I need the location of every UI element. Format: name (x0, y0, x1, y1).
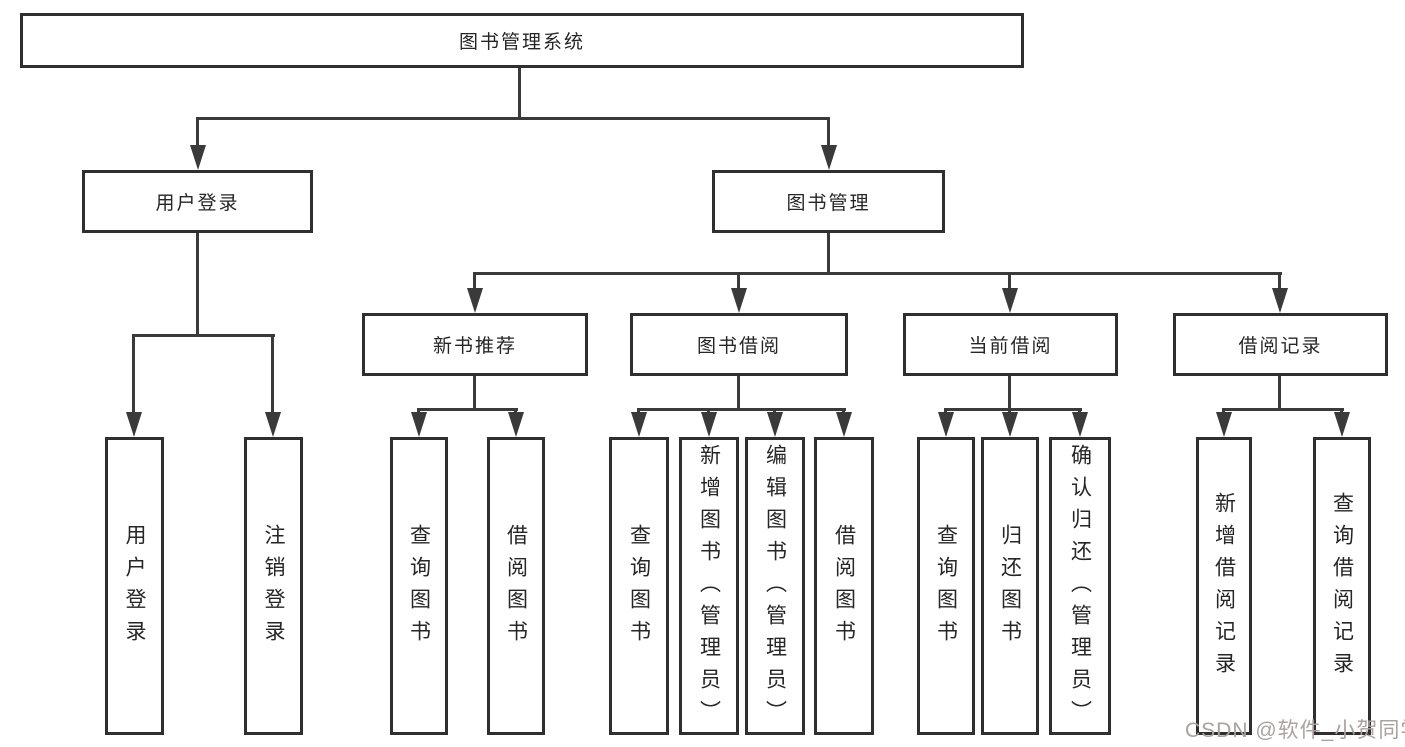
arrow-down-icon (767, 412, 783, 437)
connector-line (707, 408, 710, 415)
node-label: 归还图书 (998, 524, 1022, 652)
connector-line (737, 376, 740, 410)
node-label: 确认归还（管理员） (1068, 444, 1092, 732)
connector-line (196, 117, 830, 120)
arrow-down-icon (1334, 412, 1350, 437)
connector-line (473, 272, 1282, 275)
watermark: CSDN @软件_小贺同学 (1185, 719, 1405, 742)
arrow-down-icon (190, 145, 206, 170)
arrow-down-icon (821, 145, 837, 170)
connector-line (1340, 408, 1343, 415)
arrow-down-icon (1002, 288, 1018, 313)
arrow-down-icon (1216, 412, 1232, 437)
connector-line (773, 408, 776, 415)
node-new-book-recommend: 新书推荐 (362, 313, 588, 376)
node-borrowing-records: 借阅记录 (1173, 313, 1388, 376)
connector-line (944, 408, 947, 415)
connector-line (1278, 272, 1281, 290)
node-borrow-books-recommend: 借阅图书 (487, 437, 545, 735)
connector-line (132, 334, 135, 414)
node-label: 用户登录 (123, 524, 146, 652)
connector-line (196, 233, 199, 335)
node-label: 图书管理系统 (458, 32, 585, 53)
arrow-down-icon (1072, 412, 1088, 437)
connector-line (196, 117, 199, 147)
node-current-borrowing: 当前借阅 (903, 313, 1118, 376)
connector-line (1008, 272, 1011, 290)
node-book-management: 图书管理 (712, 170, 945, 233)
node-label: 查询图书 (934, 524, 958, 652)
node-label: 查询图书 (407, 524, 431, 652)
connector-line (473, 376, 476, 410)
connector-line (417, 408, 420, 415)
node-add-borrow-record: 新增借阅记录 (1196, 437, 1252, 735)
arrow-down-icon (1272, 288, 1288, 313)
connector-line (271, 334, 274, 414)
connector-line (518, 68, 521, 118)
connector-line (637, 408, 640, 415)
connector-line (132, 334, 275, 337)
node-return-books: 归还图书 (981, 437, 1039, 735)
connector-line (842, 408, 845, 415)
node-label: 编辑图书（管理员） (763, 444, 787, 732)
node-logout: 注销登录 (244, 437, 303, 735)
connector-line (1008, 408, 1011, 415)
node-label: 借阅记录 (1238, 336, 1323, 357)
node-library-management-system: 图书管理系统 (20, 13, 1024, 68)
arrow-down-icon (126, 412, 142, 437)
connector-line (827, 117, 830, 147)
node-confirm-return-admin: 确认归还（管理员） (1049, 437, 1111, 735)
node-label: 借阅图书 (832, 524, 856, 652)
arrow-down-icon (411, 412, 427, 437)
arrow-down-icon (701, 412, 717, 437)
node-label: 查询借阅记录 (1330, 492, 1354, 684)
connector-line (1222, 408, 1225, 415)
connector-line (944, 408, 1082, 411)
connector-line (1278, 376, 1281, 410)
node-label: 借阅图书 (504, 524, 528, 652)
node-add-books-admin: 新增图书（管理员） (679, 437, 739, 735)
node-query-books-recommend: 查询图书 (390, 437, 448, 735)
node-label: 图书借阅 (696, 336, 781, 357)
node-user-login-leaf: 用户登录 (105, 437, 164, 735)
connector-line (1008, 376, 1011, 410)
node-label: 新增图书（管理员） (697, 444, 721, 732)
node-label: 注销登录 (262, 524, 285, 652)
node-user-login: 用户登录 (82, 170, 313, 233)
connector-line (473, 272, 476, 290)
connector-line (1222, 408, 1344, 411)
connector-line (514, 408, 517, 415)
arrow-down-icon (508, 412, 524, 437)
node-label: 新书推荐 (432, 336, 517, 357)
connector-line (827, 233, 830, 274)
node-query-borrow-record: 查询借阅记录 (1313, 437, 1371, 735)
node-label: 查询图书 (627, 524, 651, 652)
node-label: 图书管理 (786, 193, 871, 214)
connector-line (417, 408, 518, 411)
node-query-books-borrowing: 查询图书 (609, 437, 669, 735)
arrow-down-icon (731, 288, 747, 313)
arrow-down-icon (467, 288, 483, 313)
arrow-down-icon (631, 412, 647, 437)
connector-line (1078, 408, 1081, 415)
connector-line (737, 272, 740, 290)
node-label: 当前借阅 (968, 336, 1053, 357)
node-edit-books-admin: 编辑图书（管理员） (745, 437, 805, 735)
arrow-down-icon (265, 412, 281, 437)
node-borrow-books-borrowing: 借阅图书 (814, 437, 874, 735)
node-label: 新增借阅记录 (1212, 492, 1236, 684)
connector-line (637, 408, 846, 411)
node-book-borrowing: 图书借阅 (630, 313, 848, 376)
arrow-down-icon (836, 412, 852, 437)
arrow-down-icon (938, 412, 954, 437)
node-label: 用户登录 (155, 193, 240, 214)
node-query-books-current: 查询图书 (917, 437, 975, 735)
arrow-down-icon (1002, 412, 1018, 437)
